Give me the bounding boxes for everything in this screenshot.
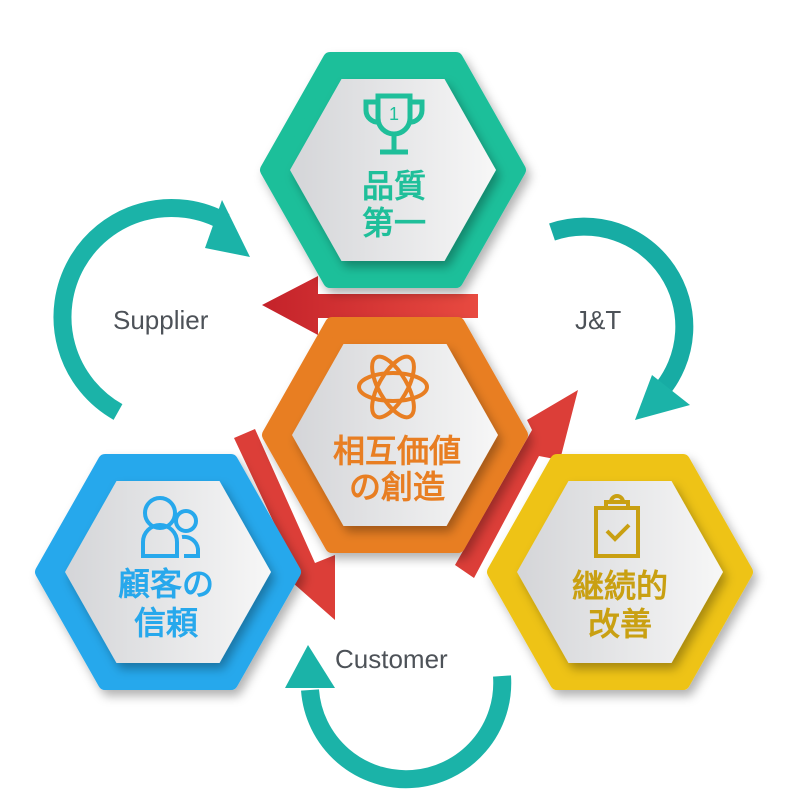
node-trust: 顧客の 信頼 — [118, 496, 214, 642]
flow-arrow-down-right — [234, 429, 335, 620]
label-jt: J&T — [575, 305, 621, 335]
node-improve-line2: 改善 — [588, 605, 652, 643]
hexagon-trust-face — [65, 481, 271, 663]
hexagon-improve-face — [517, 481, 723, 663]
hexagon-improve — [487, 454, 753, 690]
node-improve-line1: 継続的 — [572, 567, 668, 605]
users-icon — [141, 496, 200, 558]
label-supplier: Supplier — [113, 305, 209, 335]
node-quality: 1 品質 第一 — [362, 93, 426, 242]
hexagon-value-face — [292, 344, 498, 526]
flow-arrow-left — [262, 276, 478, 335]
hexagon-trust — [35, 454, 301, 690]
node-value-line2: の創造 — [349, 468, 445, 506]
trophy-number: 1 — [389, 104, 399, 124]
node-trust-line2: 信頼 — [134, 604, 199, 642]
cycle-arrowhead-customer — [285, 645, 335, 688]
node-quality-line2: 第一 — [362, 204, 426, 242]
cycle-arrow-customer — [301, 675, 512, 789]
clipboard-check-icon — [594, 494, 640, 558]
cycle-arrow-jt — [549, 217, 694, 398]
node-value: 相互価値 の創造 — [333, 354, 461, 506]
cycle-arrowhead-jt — [635, 375, 690, 420]
node-trust-line1: 顧客の — [118, 565, 214, 603]
atom-icon — [357, 354, 429, 420]
hexagon-quality-face — [290, 79, 496, 261]
hexagon-value — [262, 317, 528, 553]
cycle-arrowhead-supplier — [205, 200, 250, 257]
node-quality-line1: 品質 — [362, 167, 426, 205]
node-improve: 継続的 改善 — [572, 494, 668, 643]
label-customer: Customer — [335, 644, 448, 674]
flow-arrow-up-right — [455, 390, 578, 578]
node-value-line1: 相互価値 — [333, 432, 461, 470]
trophy-icon — [363, 93, 425, 155]
cycle-arrow-supplier — [53, 199, 230, 420]
hexagon-quality — [260, 52, 526, 288]
